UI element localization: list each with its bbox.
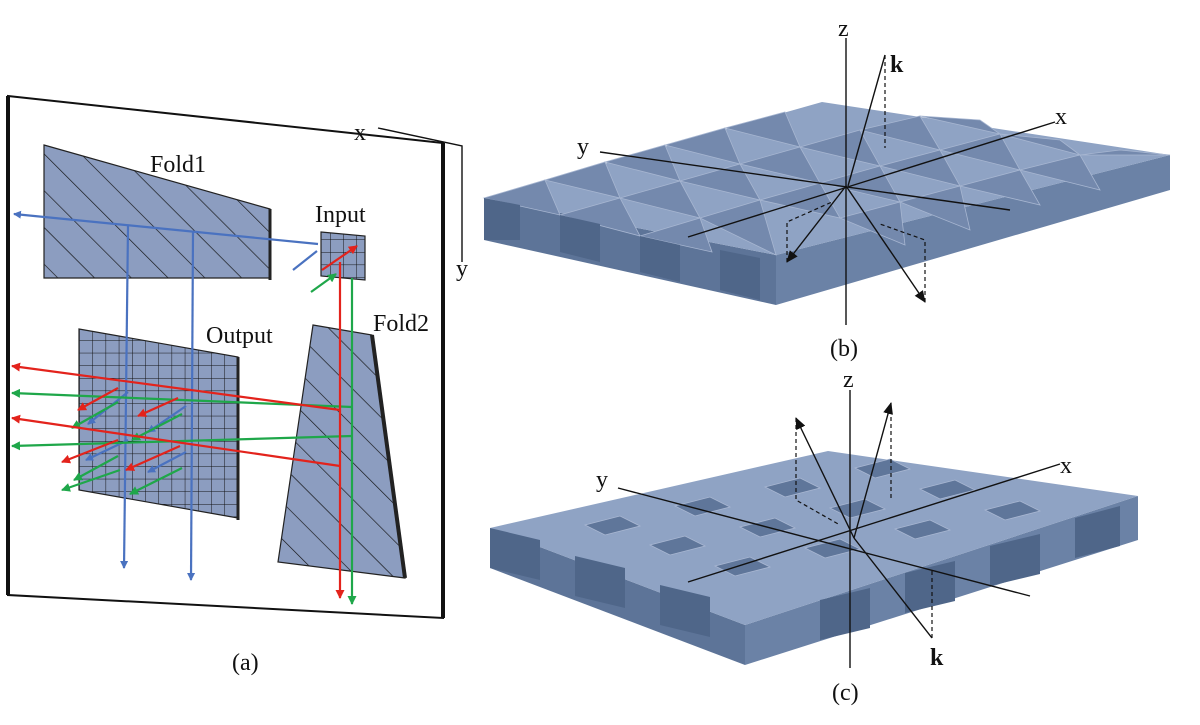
c-axis-y-label: y xyxy=(596,467,608,493)
cross-front-blocks xyxy=(490,506,1120,640)
pyramid-front-teeth xyxy=(484,198,760,300)
b-axis-z-label: z xyxy=(838,16,849,42)
c-axis-y xyxy=(617,487,1031,597)
pyramid-array xyxy=(482,111,1171,256)
fold1-label: Fold1 xyxy=(150,152,206,178)
b-axis-y-label: y xyxy=(577,134,589,160)
b-wave-vectors xyxy=(786,54,926,303)
red-rays xyxy=(11,245,358,599)
panel-c: z x y k (c) xyxy=(490,367,1138,706)
pyramid-slab-front xyxy=(776,155,1170,305)
fold2-label: Fold2 xyxy=(373,311,429,337)
b-axis-x-label: x xyxy=(1055,104,1067,130)
c-k-label: k xyxy=(930,645,944,671)
cross-slab-top xyxy=(490,451,1138,625)
input-label: Input xyxy=(315,202,366,228)
cross-array xyxy=(583,458,1042,577)
b-k-label: k xyxy=(890,52,904,78)
panel-a: x y Fold1 Input Output Fold2 xyxy=(6,94,468,676)
c-axis-x-label: x xyxy=(1060,453,1072,479)
panel-a-caption: (a) xyxy=(232,650,259,676)
c-axis-x xyxy=(687,463,1061,583)
plate-axis-y-label: y xyxy=(456,256,468,282)
plate-axis-x-label: x xyxy=(354,120,366,146)
output-label: Output xyxy=(206,323,273,349)
panel-b-caption: (b) xyxy=(830,336,858,362)
b-axis-x xyxy=(687,121,1056,238)
b-axis-y xyxy=(599,151,1011,211)
plate-axis-indicator xyxy=(377,127,463,262)
c-wave-vectors xyxy=(795,402,933,639)
panel-b: z x y k (b) xyxy=(482,16,1171,362)
c-axis-z-label: z xyxy=(843,367,854,393)
panel-c-caption: (c) xyxy=(832,680,859,706)
pyramid-slab-side xyxy=(484,198,776,305)
